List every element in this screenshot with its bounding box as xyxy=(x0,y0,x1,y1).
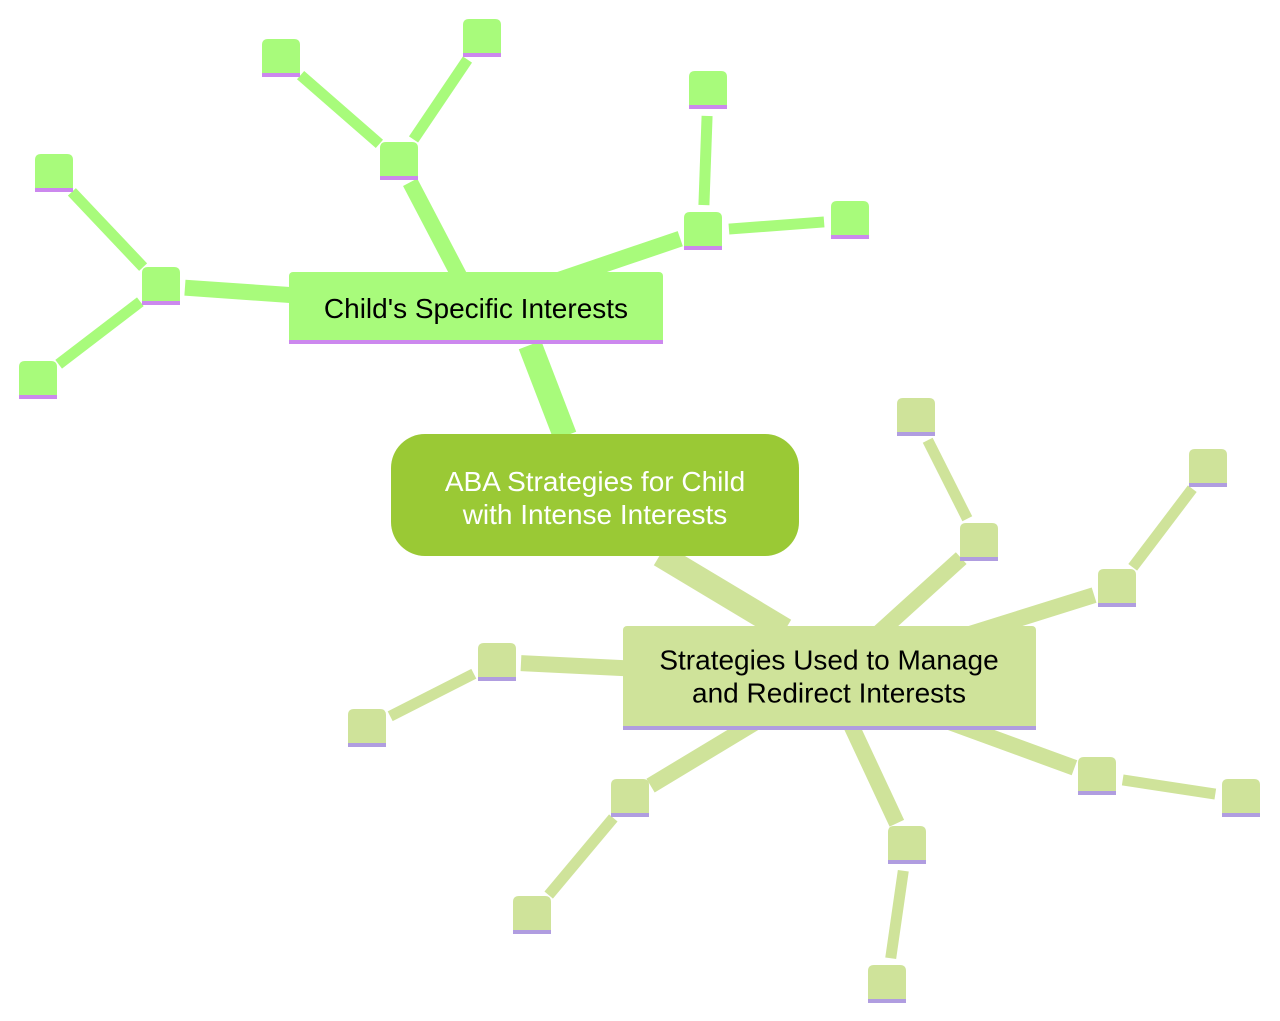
edge-strategies-sub-1-to-leaf-1 xyxy=(922,437,973,522)
interests-subnode-1[interactable] xyxy=(380,142,418,180)
interests-subnode-1-leaf-1[interactable] xyxy=(262,39,300,77)
strategies-subnode-1-leaf-1[interactable] xyxy=(897,398,935,436)
root-label-line-2: with Intense Interests xyxy=(462,499,728,530)
strategies-subnode-2-leaf-1[interactable] xyxy=(1189,449,1227,487)
branch-strategies-label-line-2: and Redirect Interests xyxy=(692,678,966,709)
edge-interests-sub-3-to-leaf-2 xyxy=(728,216,825,235)
edge-strategies-sub-5-to-leaf-1 xyxy=(544,814,618,899)
strategies-subnode-3[interactable] xyxy=(478,643,516,681)
strategies-subnode-2[interactable] xyxy=(1098,569,1136,607)
branch-strategies-label-line-1: Strategies Used to Manage xyxy=(659,645,998,676)
root-label-line-1: ABA Strategies for Child xyxy=(445,466,745,497)
strategies-subnode-5-leaf-1[interactable] xyxy=(513,896,551,934)
edge-strategies-sub-2-to-leaf-1 xyxy=(1128,485,1197,571)
edge-interests-sub-3-to-leaf-1 xyxy=(698,115,713,206)
strategies-subnode-6-leaf-1[interactable] xyxy=(868,965,906,1003)
branch-interests-label-line-1: Child's Specific Interests xyxy=(324,293,628,324)
strategies-subnode-4-leaf-1[interactable] xyxy=(1222,779,1260,817)
interests-subnode-2-leaf-2[interactable] xyxy=(19,361,57,399)
edge-interests-sub-1-to-leaf-2 xyxy=(408,56,473,143)
interests-subnode-3[interactable] xyxy=(684,212,722,250)
edge-strategies-sub-3-to-leaf-1 xyxy=(387,668,477,722)
interests-subnode-1-leaf-2[interactable] xyxy=(463,19,501,57)
strategies-subnode-4[interactable] xyxy=(1078,757,1116,795)
edge-strategies-sub-4-to-leaf-1 xyxy=(1121,774,1217,800)
interests-subnode-2-leaf-1[interactable] xyxy=(35,154,73,192)
edge-interests-sub-1-to-leaf-1 xyxy=(296,70,384,149)
strategies-subnode-3-leaf-1[interactable] xyxy=(348,709,386,747)
edge-interests-sub-2-to-leaf-2 xyxy=(55,297,144,369)
interests-subnode-3-leaf-2[interactable] xyxy=(831,201,869,239)
edge-strategies-sub-6-to-leaf-1 xyxy=(885,869,909,960)
branch-interests[interactable]: Child's Specific Interests xyxy=(289,272,663,344)
strategies-subnode-1[interactable] xyxy=(960,523,998,561)
interests-subnode-3-leaf-1[interactable] xyxy=(689,71,727,109)
edge-root-to-interests xyxy=(518,340,577,441)
strategies-subnode-6[interactable] xyxy=(888,826,926,864)
interests-subnode-2[interactable] xyxy=(142,267,180,305)
edge-interests-sub-2-to-leaf-1 xyxy=(67,188,148,271)
edge-root-to-strategies xyxy=(653,544,792,641)
strategies-subnode-5[interactable] xyxy=(611,779,649,817)
